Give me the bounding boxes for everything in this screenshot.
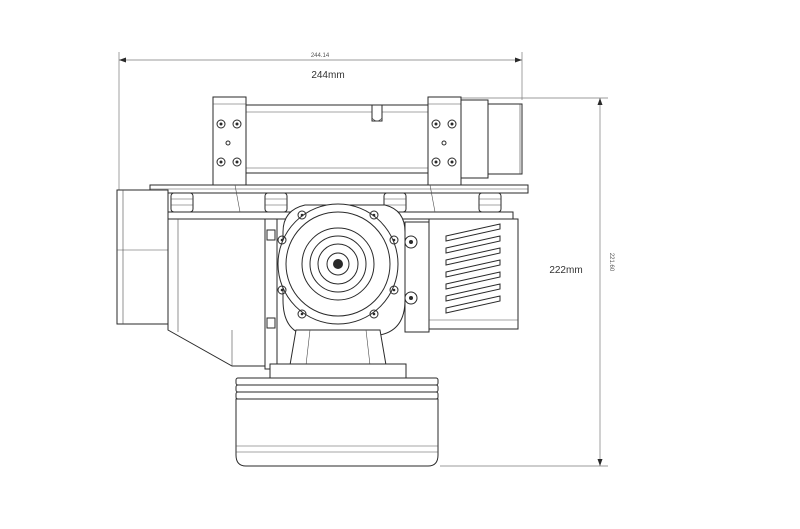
right-bracket-side [460,99,489,179]
bolt-icon [447,119,457,129]
top-connector [371,104,383,122]
bolt-icon [447,157,457,167]
bolt-icon [431,157,441,167]
bolt-icon [232,157,242,167]
arrow-up-icon [597,98,603,105]
motor-neck [289,329,387,366]
damper-2 [264,192,288,213]
hub-top [269,363,407,379]
bolt-icon [369,309,379,319]
right-bracket [427,96,489,188]
right-spacer [404,221,430,333]
height-small-value: 221.60 [608,253,614,272]
heatsink-body [428,218,519,330]
top-box [245,104,429,174]
damper-1 [170,192,194,213]
right-bracket-plate [427,96,462,188]
width-small-value: 244.14 [311,53,330,59]
heatsink-housing [428,218,519,330]
bolt-icon [389,235,399,245]
bolt-icon [232,119,242,129]
wheel-drum [235,398,439,467]
bolt-icon [297,309,307,319]
bolt-icon [277,285,287,295]
tread-ring-3 [235,391,439,400]
bolt-icon [431,119,441,129]
tread-ring-2 [235,384,439,393]
wheel-assembly [235,363,439,467]
arrow-left-icon [119,57,126,63]
tread-ring-1 [235,377,439,386]
center-motor [277,203,430,366]
height-dimension: 222mm 221.60 [440,97,614,467]
left-bracket [212,96,247,188]
width-dimension: 244.14 244mm [118,52,523,190]
bolt-icon [216,157,226,167]
left-block [116,189,169,325]
bolt-icon [277,235,287,245]
left-spacer [264,218,278,370]
height-label: 222mm [549,265,582,276]
arrow-down-icon [597,459,603,466]
left-panel [167,218,266,367]
bolt-icon [389,285,399,295]
left-housing [116,189,278,370]
heatsink-fins [445,223,501,314]
motor-shaft-icon [333,259,343,269]
arrow-right-icon [515,57,522,63]
bolt-icon [297,210,307,220]
width-label: 244mm [311,70,344,81]
damper-4 [478,192,502,213]
bolt-icon [369,210,379,220]
bolt-icon [216,119,226,129]
top-housing [245,103,523,175]
side-box-right [487,103,523,175]
